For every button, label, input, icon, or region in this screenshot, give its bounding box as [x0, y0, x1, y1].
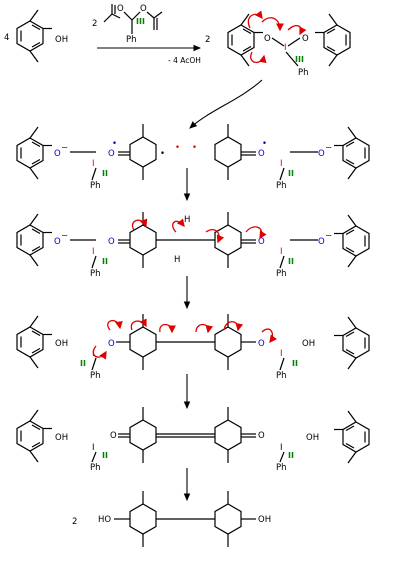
svg-text:II: II — [288, 257, 294, 266]
svg-text:O: O — [108, 149, 115, 159]
svg-text:O: O — [258, 237, 265, 247]
svg-text:I: I — [284, 43, 287, 53]
svg-text:O: O — [258, 431, 265, 441]
svg-text:−: − — [325, 143, 332, 153]
svg-text:I: I — [280, 349, 283, 359]
svg-text:OH: OH — [55, 433, 68, 443]
svg-text:III: III — [136, 17, 145, 26]
svg-text:Ph: Ph — [90, 371, 101, 381]
coefficient-4: 4 — [4, 33, 9, 43]
svg-text:II: II — [288, 169, 294, 178]
svg-text:O: O — [264, 34, 271, 44]
phi-oac2-molecule: O O Ph III — [103, 4, 163, 45]
svg-text:O: O — [258, 339, 265, 349]
svg-text:O: O — [110, 431, 117, 441]
svg-text:Ph: Ph — [276, 463, 287, 473]
svg-text:O: O — [108, 339, 115, 349]
row-1-reactants: 4 OH 2 O O Ph III - 4 AcOH 2 O I O Ph II… — [4, 4, 351, 129]
svg-text:II: II — [288, 451, 294, 460]
row-3-dimer: O − I Ph II O H H O I Ph II O − — [16, 212, 370, 310]
svg-text:OH: OH — [55, 339, 68, 349]
svg-text:II: II — [102, 169, 108, 178]
svg-text:O: O — [140, 4, 147, 14]
svg-text:•: • — [112, 139, 117, 149]
svg-text:H: H — [174, 255, 180, 265]
svg-text:O: O — [117, 4, 124, 14]
svg-text:II: II — [292, 359, 298, 368]
svg-text:I: I — [280, 443, 283, 453]
svg-text:III: III — [295, 55, 304, 64]
coefficient-2-reagent: 2 — [92, 19, 97, 29]
svg-text:Ph: Ph — [90, 463, 101, 473]
svg-text:Ph: Ph — [90, 181, 101, 191]
svg-text:II: II — [102, 257, 108, 266]
svg-text:−: − — [61, 231, 68, 241]
svg-text:O: O — [318, 237, 325, 247]
svg-text:H: H — [184, 215, 190, 225]
svg-text:II: II — [80, 359, 86, 368]
svg-text:I: I — [280, 159, 283, 169]
aryloxy-iodane-intermediate: O I O Ph III — [227, 10, 351, 78]
svg-text:OH: OH — [306, 433, 319, 443]
svg-text:Ph: Ph — [90, 269, 101, 279]
svg-text:I: I — [92, 443, 95, 453]
row-4-aromatized: OH I Ph II O O I Ph II OH — [16, 314, 370, 410]
coefficient-2-intermediate: 2 — [205, 35, 210, 45]
coefficient-2-product: 2 — [72, 517, 77, 527]
svg-text:•: • — [175, 143, 180, 153]
svg-text:−: − — [325, 231, 332, 241]
svg-text:−: − — [61, 143, 68, 153]
svg-text:O: O — [54, 237, 61, 247]
row-2-radical-intermediates: O − I Ph II O • • • • O • I Ph II O − — [16, 124, 370, 202]
svg-text:Ph: Ph — [276, 269, 287, 279]
svg-text:•: • — [262, 139, 267, 149]
svg-text:I: I — [92, 247, 95, 257]
xylenol-molecule — [16, 9, 53, 63]
quinoid-radical-right — [214, 124, 256, 180]
svg-text:Ph: Ph — [126, 35, 137, 45]
svg-text:•: • — [192, 143, 197, 153]
svg-text:II: II — [102, 451, 108, 460]
iodine-atom: I — [92, 159, 95, 169]
svg-text:OH: OH — [302, 339, 315, 349]
reaction-arrow-2 — [189, 79, 263, 129]
svg-text:Ph: Ph — [298, 68, 309, 78]
svg-text:O: O — [108, 237, 115, 247]
phenoxide-oxygen: O — [54, 149, 61, 159]
svg-text:HO: HO — [98, 515, 111, 525]
svg-text:OH: OH — [258, 515, 271, 525]
svg-text:I: I — [280, 247, 283, 257]
oh-label: OH — [55, 35, 68, 45]
row-5-diphenoquinone: OH I Ph II O O I Ph II OH — [16, 407, 370, 502]
svg-text:O: O — [318, 149, 325, 159]
svg-text:O: O — [302, 34, 309, 44]
quinoid-radical-left — [118, 124, 157, 180]
svg-text:Ph: Ph — [276, 371, 287, 381]
svg-text:Ph: Ph — [276, 181, 287, 191]
byproduct-label: - 4 AcOH — [168, 56, 201, 65]
row-6-biphenol-product: 2 HO OH — [72, 491, 271, 547]
svg-text:•: • — [160, 149, 165, 159]
svg-text:O: O — [258, 149, 265, 159]
